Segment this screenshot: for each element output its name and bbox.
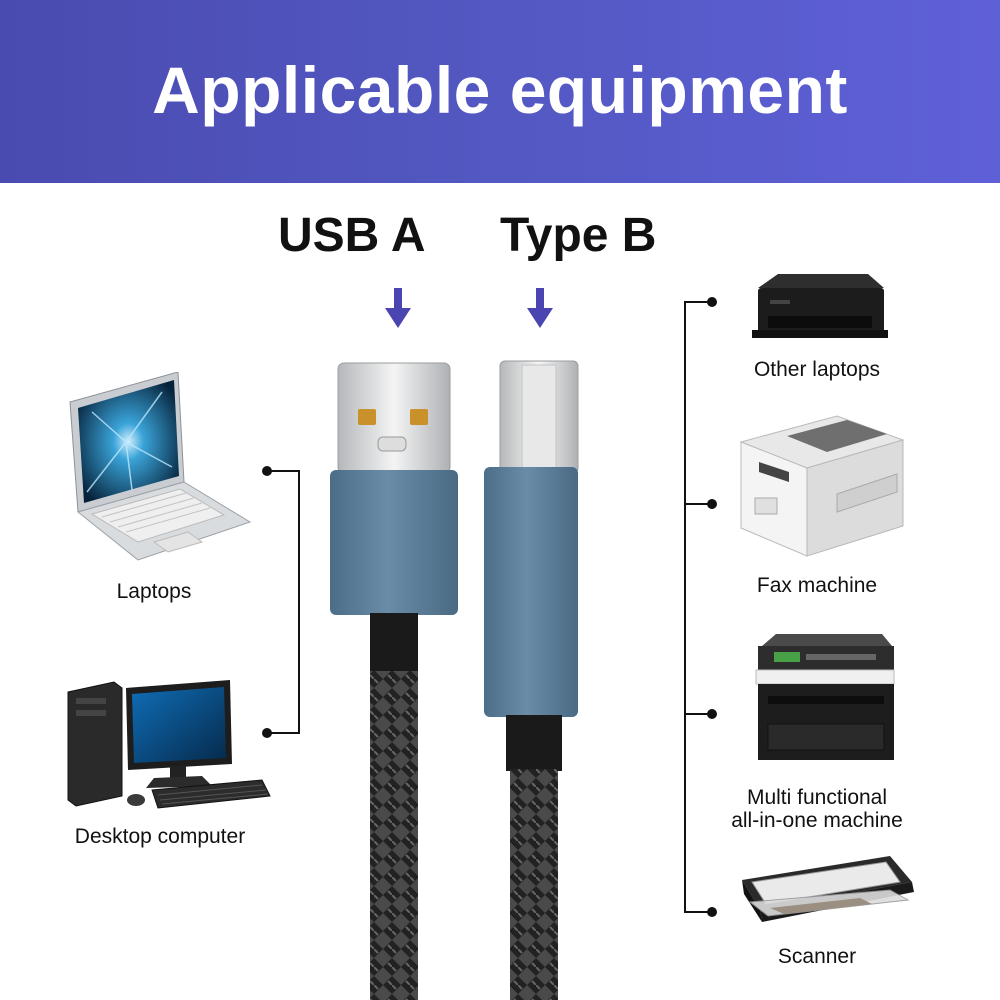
down-arrow-icon (527, 288, 553, 328)
usb-a-label: USB A (278, 209, 426, 262)
right-bracket-vertical (684, 301, 686, 913)
device-label-desktop-computer: Desktop computer (74, 825, 246, 848)
photo-printer-icon (752, 274, 888, 338)
bracket-dot (707, 907, 717, 917)
right-bracket-mid1 (684, 503, 714, 505)
right-bracket-mid2 (684, 713, 714, 715)
bracket-dot (262, 728, 272, 738)
flatbed-scanner-icon (742, 856, 914, 922)
device-label-fax-machine: Fax machine (756, 574, 878, 597)
device-label-scanner: Scanner (777, 945, 857, 968)
bracket-dot (707, 499, 717, 509)
right-bracket-bottom (684, 911, 714, 913)
left-bracket-top (270, 470, 300, 472)
device-label-laptops: Laptops (116, 580, 192, 603)
left-bracket-bottom (270, 732, 300, 734)
bracket-dot (707, 297, 717, 307)
type-b-label: Type B (500, 209, 657, 262)
header-banner: Applicable equipment (0, 0, 1000, 183)
laptop-icon (69, 372, 252, 561)
laser-printer-icon (739, 415, 905, 557)
bracket-dot (707, 709, 717, 719)
usb-cable-illustration (330, 360, 579, 1000)
desktop-computer-icon (67, 680, 271, 809)
page-title: Applicable equipment (152, 53, 848, 127)
right-bracket-top (684, 301, 714, 303)
bracket-dot (262, 466, 272, 476)
down-arrow-icon (385, 288, 411, 328)
left-bracket-vertical (298, 470, 300, 734)
device-label-other-laptops: Other laptops (753, 358, 881, 381)
multifunction-printer-icon (755, 634, 895, 760)
device-label-multi-functional: Multi functional all-in-one machine (731, 786, 903, 832)
